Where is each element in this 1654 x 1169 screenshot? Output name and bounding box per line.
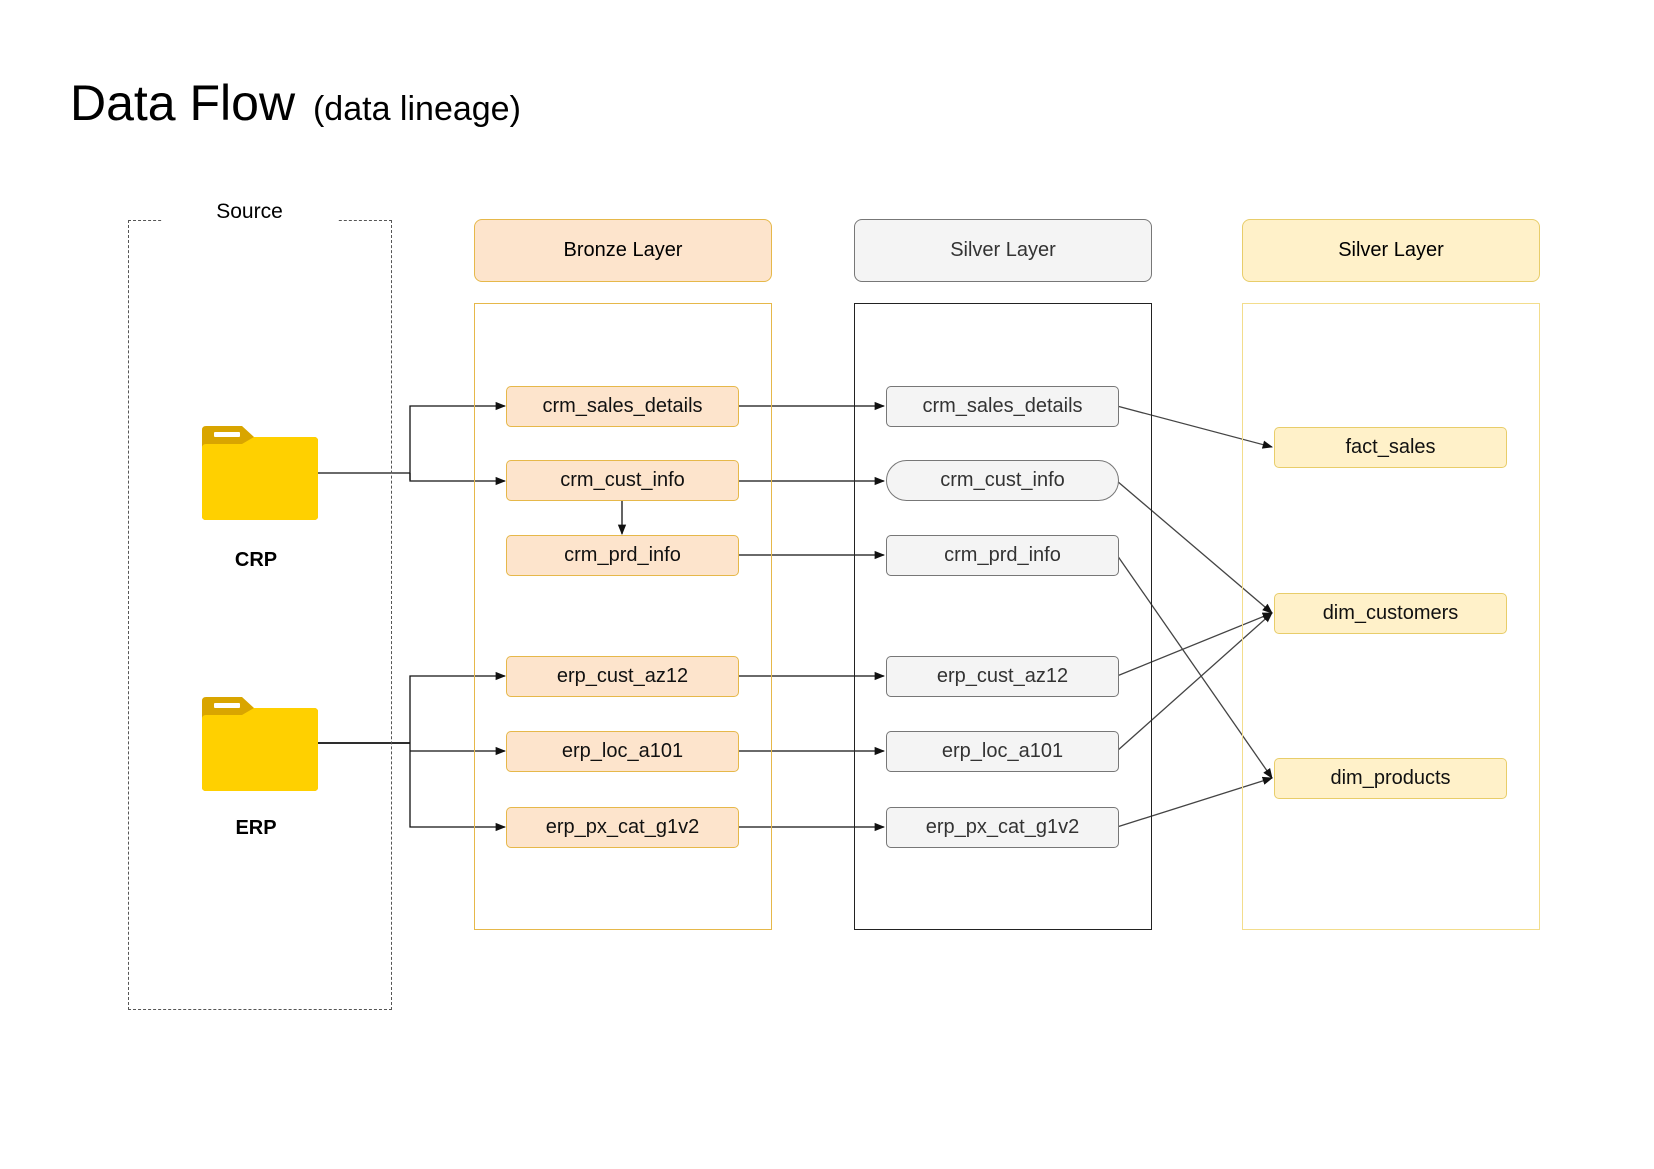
title-subtitle: (data lineage) [312, 90, 521, 128]
silver-table-node: erp_px_cat_g1v2 [886, 807, 1119, 848]
edge-crp-crm-cust-info [409, 473, 507, 486]
folder-icon [202, 426, 318, 520]
edge-s2g-crm-prd-info-dim-products [1116, 554, 1273, 779]
edge-s2g-erp-cust-az12-dim-customers [1116, 612, 1273, 677]
bronze-table-node: erp_loc_a101 [506, 731, 739, 772]
gold-layer-header: Silver Layer [1242, 219, 1540, 282]
source-system-label: ERP [235, 817, 277, 839]
edge-crp-crm-sales-details [409, 401, 507, 480]
edge-s2g-crm-cust-info-dim-customers [1116, 480, 1273, 614]
page-title: Data Flow (data lineage) [70, 74, 521, 132]
source-label: Source [162, 200, 337, 224]
bronze-table-node: crm_prd_info [506, 535, 739, 576]
source-container [128, 220, 392, 1010]
gold-table-node: dim_customers [1274, 593, 1507, 634]
bronze-table-node: crm_sales_details [506, 386, 739, 427]
bronze-table-node: erp_cust_az12 [506, 656, 739, 697]
title-main: Data Flow [70, 75, 296, 131]
source-system-label: CRP [234, 549, 278, 571]
bronze-layer-container [474, 303, 772, 930]
gold-table-node: dim_products [1274, 758, 1507, 799]
silver-layer-header: Silver Layer [854, 219, 1152, 282]
folder-icon [202, 697, 318, 791]
silver-table-node: erp_loc_a101 [886, 731, 1119, 772]
silver-layer-container [854, 303, 1152, 930]
edge-s2g-crm-sales-details-fact-sales [1116, 405, 1274, 449]
edge-erp-erp-cust-az12 [409, 671, 507, 743]
edge-erp-erp-px-cat-g1v2 [409, 743, 507, 832]
edge-s2g-erp-loc-a101-dim-customers [1116, 612, 1273, 752]
gold-layer-container [1242, 303, 1540, 930]
silver-table-node: crm_prd_info [886, 535, 1119, 576]
bronze-table-node: erp_px_cat_g1v2 [506, 807, 739, 848]
gold-table-node: fact_sales [1274, 427, 1507, 468]
silver-table-node: crm_cust_info [886, 460, 1119, 501]
bronze-layer-header: Bronze Layer [474, 219, 772, 282]
silver-table-node: erp_cust_az12 [886, 656, 1119, 697]
edge-s2g-erp-px-cat-g1v2-dim-products [1116, 776, 1273, 828]
silver-table-node: crm_sales_details [886, 386, 1119, 427]
bronze-table-node: crm_cust_info [506, 460, 739, 501]
